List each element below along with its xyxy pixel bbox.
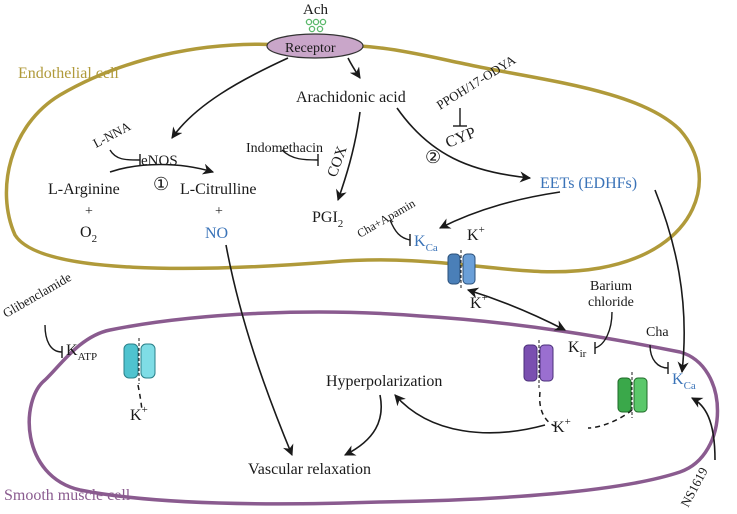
arrow-eets-kca xyxy=(438,191,561,229)
inhibit-barium xyxy=(594,311,613,349)
arrow-arginine-citrulline xyxy=(109,163,215,175)
label-k-plus-3: K+ xyxy=(130,404,148,424)
label-barium: Barium xyxy=(590,279,632,294)
label-ach: Ach xyxy=(303,2,328,18)
label-l-citrulline: L-Citrulline xyxy=(180,181,256,198)
pathway-arrows xyxy=(109,57,716,461)
label-l-arginine: L-Arginine xyxy=(48,181,120,198)
label-receptor: Receptor xyxy=(285,41,336,56)
label-kca-endothelial: KCa xyxy=(414,233,438,254)
arrow-receptor-enos xyxy=(171,57,289,139)
label-plus-1: + xyxy=(85,204,93,219)
inhibit-cha xyxy=(649,344,669,369)
arrow-hyper-relaxation xyxy=(343,394,382,456)
katp-channel xyxy=(123,338,156,384)
label-cha-apamin: Cha+Apamin xyxy=(355,196,418,241)
inhibit-lnna xyxy=(109,149,141,161)
k-flux-lines xyxy=(137,384,633,429)
smooth-muscle-membrane xyxy=(27,310,720,506)
kca-channel-endothelial xyxy=(447,250,476,290)
label-vascular-relaxation: Vascular relaxation xyxy=(248,461,371,478)
inhibitor-lines xyxy=(44,108,669,374)
label-eets: EETs (EDHFs) xyxy=(540,175,637,192)
inhibit-glibenclamide xyxy=(44,324,63,353)
label-cyp: CYP xyxy=(443,124,478,151)
label-chloride: chloride xyxy=(588,295,634,310)
arrow-aa-eets xyxy=(396,107,532,183)
label-circle-2: ② xyxy=(425,147,441,167)
arrow-k-hyper xyxy=(394,394,546,434)
label-kir: Kir xyxy=(568,339,587,360)
label-indomethacin: Indomethacin xyxy=(246,141,323,156)
label-cha: Cha xyxy=(646,325,669,340)
arrow-receptor-aa xyxy=(347,57,361,79)
label-lnna: L-NNA xyxy=(90,118,133,151)
arrow-ns1619 xyxy=(691,397,716,461)
label-katp: KATP xyxy=(66,342,97,363)
label-kca-smc: KCa xyxy=(672,371,696,392)
arrow-no-relaxation xyxy=(225,244,294,457)
label-enos: eNOS xyxy=(141,153,178,169)
label-k-plus-1: K+ xyxy=(467,224,485,244)
label-endothelial-cell: Endothelial cell xyxy=(18,65,119,82)
arrow-k-kir xyxy=(466,287,566,331)
kca-channel-smc xyxy=(617,372,648,418)
arrow-aa-pgi2 xyxy=(336,111,361,202)
label-glibenclamide: Glibenclamide xyxy=(0,269,74,320)
arrow-eets-smc-kca xyxy=(654,189,689,374)
label-plus-2: + xyxy=(215,204,223,219)
label-circle-1: ① xyxy=(153,174,169,194)
label-k-plus-2: K+ xyxy=(470,292,488,312)
label-pgi2: PGI2 xyxy=(312,209,343,230)
receptor-shape xyxy=(266,33,364,59)
kir-channel xyxy=(523,340,554,388)
label-k-plus-4: K+ xyxy=(553,416,571,436)
ach-molecules xyxy=(305,18,327,33)
label-no: NO xyxy=(205,225,228,242)
label-smooth-muscle-cell: Smooth muscle cell xyxy=(4,487,131,504)
label-arachidonic-acid: Arachidonic acid xyxy=(296,89,406,106)
inhibit-cha-apamin xyxy=(389,219,411,241)
inhibit-indomethacin xyxy=(281,149,319,161)
label-hyperpolarization: Hyperpolarization xyxy=(326,373,442,390)
label-o2: O2 xyxy=(80,224,97,245)
